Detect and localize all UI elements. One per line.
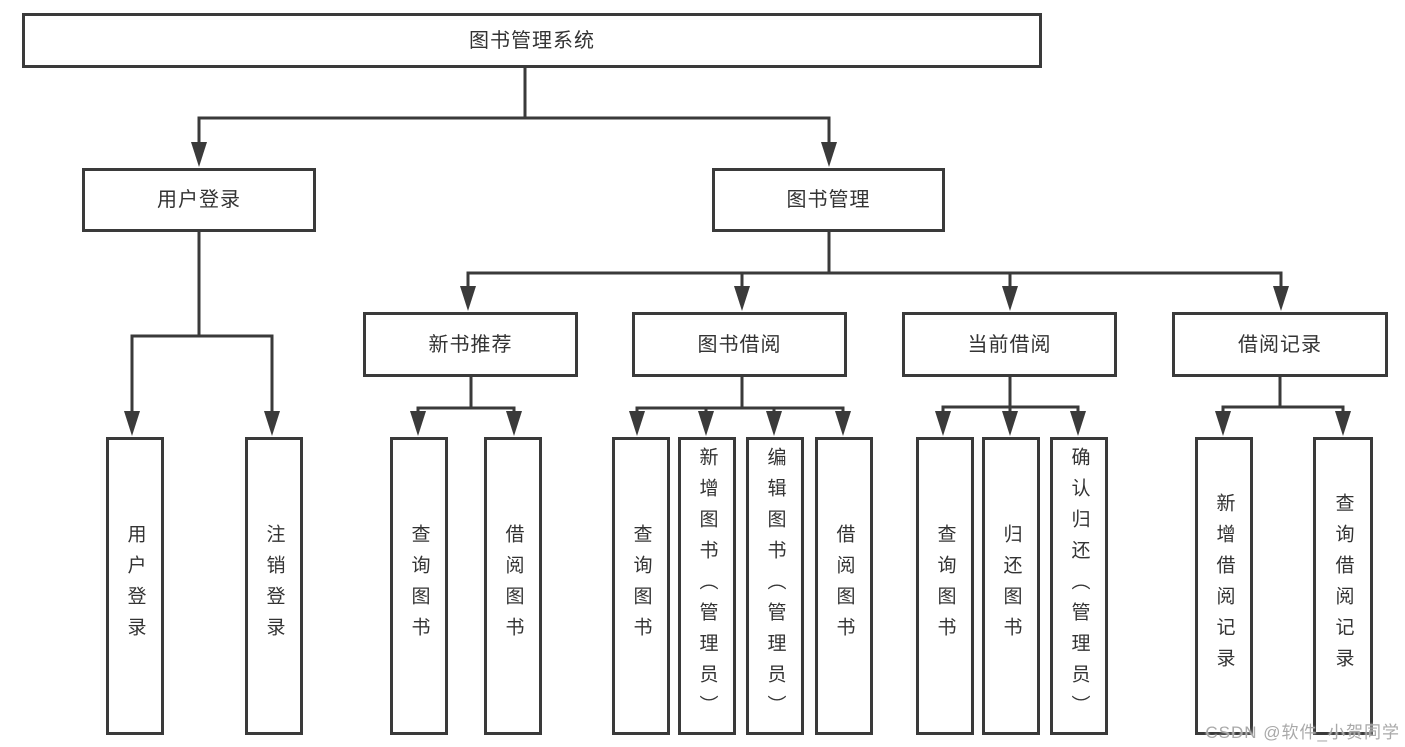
leaf-add-books-admin: 新增图书（管理员） <box>678 437 736 735</box>
node-new-book-recommend: 新书推荐 <box>363 312 578 377</box>
node-borrow-record: 借阅记录 <box>1172 312 1388 377</box>
node-book-management: 图书管理 <box>712 168 945 232</box>
leaf-logout: 注销登录 <box>245 437 303 735</box>
leaf-query-books-current: 查询图书 <box>916 437 974 735</box>
csdn-watermark: CSDN @软件_小贺同学 <box>1205 723 1400 742</box>
leaf-borrow-books-recommend: 借阅图书 <box>484 437 542 735</box>
node-user-login: 用户登录 <box>82 168 316 232</box>
leaf-borrow-books: 借阅图书 <box>815 437 873 735</box>
leaf-query-borrow-record: 查询借阅记录 <box>1313 437 1373 735</box>
leaf-edit-books-admin: 编辑图书（管理员） <box>746 437 804 735</box>
leaf-return-books: 归还图书 <box>982 437 1040 735</box>
node-root-system: 图书管理系统 <box>22 13 1042 68</box>
node-current-borrow: 当前借阅 <box>902 312 1117 377</box>
arrow-down-icon <box>124 142 1351 436</box>
leaf-user-login: 用户登录 <box>106 437 164 735</box>
node-book-borrow: 图书借阅 <box>632 312 847 377</box>
leaf-query-books-borrow: 查询图书 <box>612 437 670 735</box>
leaf-confirm-return-admin: 确认归还（管理员） <box>1050 437 1108 735</box>
leaf-query-books-recommend: 查询图书 <box>390 437 448 735</box>
leaf-add-borrow-record: 新增借阅记录 <box>1195 437 1253 735</box>
